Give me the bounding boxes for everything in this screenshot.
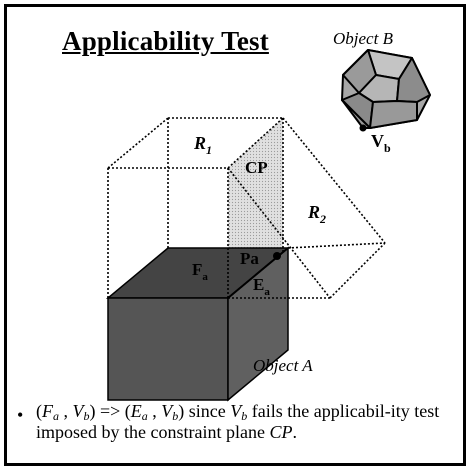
label-vb: Vb <box>371 131 391 155</box>
label-r2: R2 <box>307 202 326 226</box>
region-r1 <box>107 117 284 298</box>
label-r1: R1 <box>193 133 212 157</box>
region-r2 <box>227 117 386 299</box>
slide-frame <box>4 4 466 466</box>
label-fa: Fa <box>192 260 208 283</box>
label-object-b: Object B <box>333 29 394 48</box>
object-b-polyhedron <box>341 49 431 129</box>
label-ea: Ea <box>253 275 270 298</box>
caption-bullet: • <box>17 405 24 425</box>
slide-title: Applicability Test <box>62 26 269 56</box>
label-object-a: Object A <box>253 356 313 375</box>
label-cp: CP <box>245 158 268 177</box>
label-pa: Pa <box>240 249 259 268</box>
caption-text: (Fa , Vb) => (Ea , Vb) since Vb fails th… <box>36 401 440 442</box>
object-a-front-face <box>107 297 229 401</box>
vertex-vb <box>359 124 367 132</box>
point-pa <box>273 252 281 260</box>
